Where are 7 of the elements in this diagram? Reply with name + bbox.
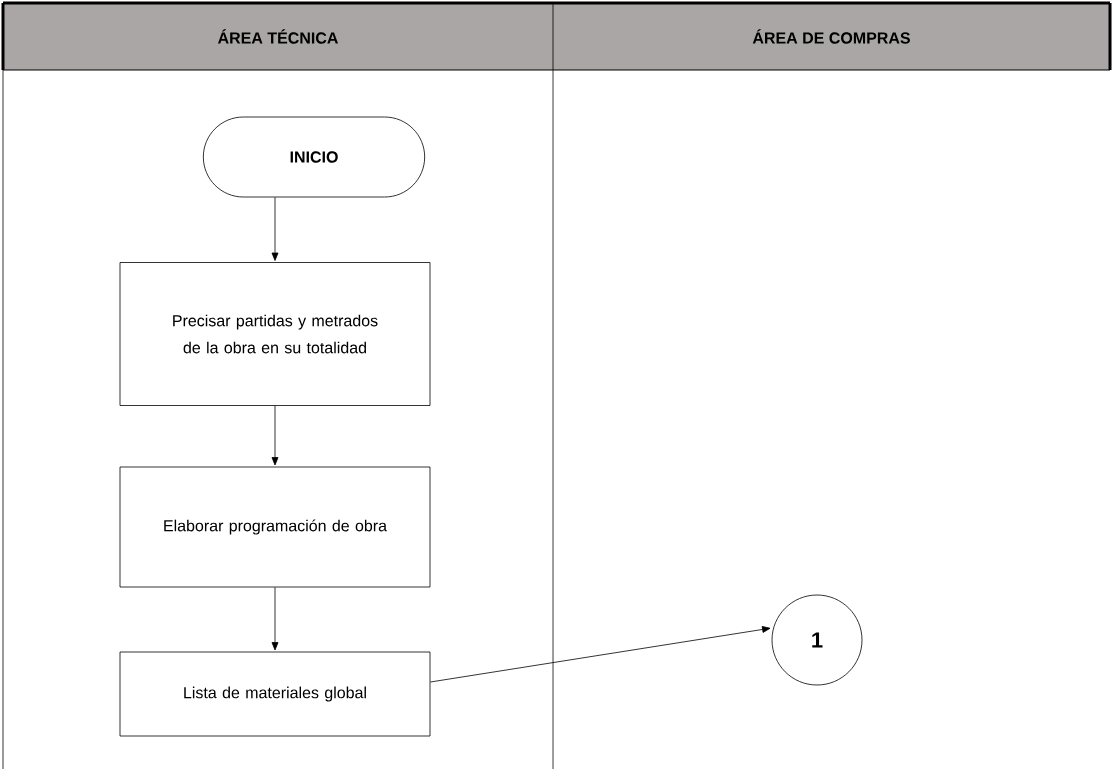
arrow <box>271 197 279 261</box>
process-box: Precisar partidas y metrados de la obra en su totalidad <box>119 262 431 406</box>
arrow <box>271 405 279 466</box>
arrow <box>271 587 279 651</box>
process-box: Lista de materiales global <box>119 651 431 737</box>
process-box: Elaborar programación de obra <box>119 466 431 588</box>
arrow <box>430 626 771 683</box>
